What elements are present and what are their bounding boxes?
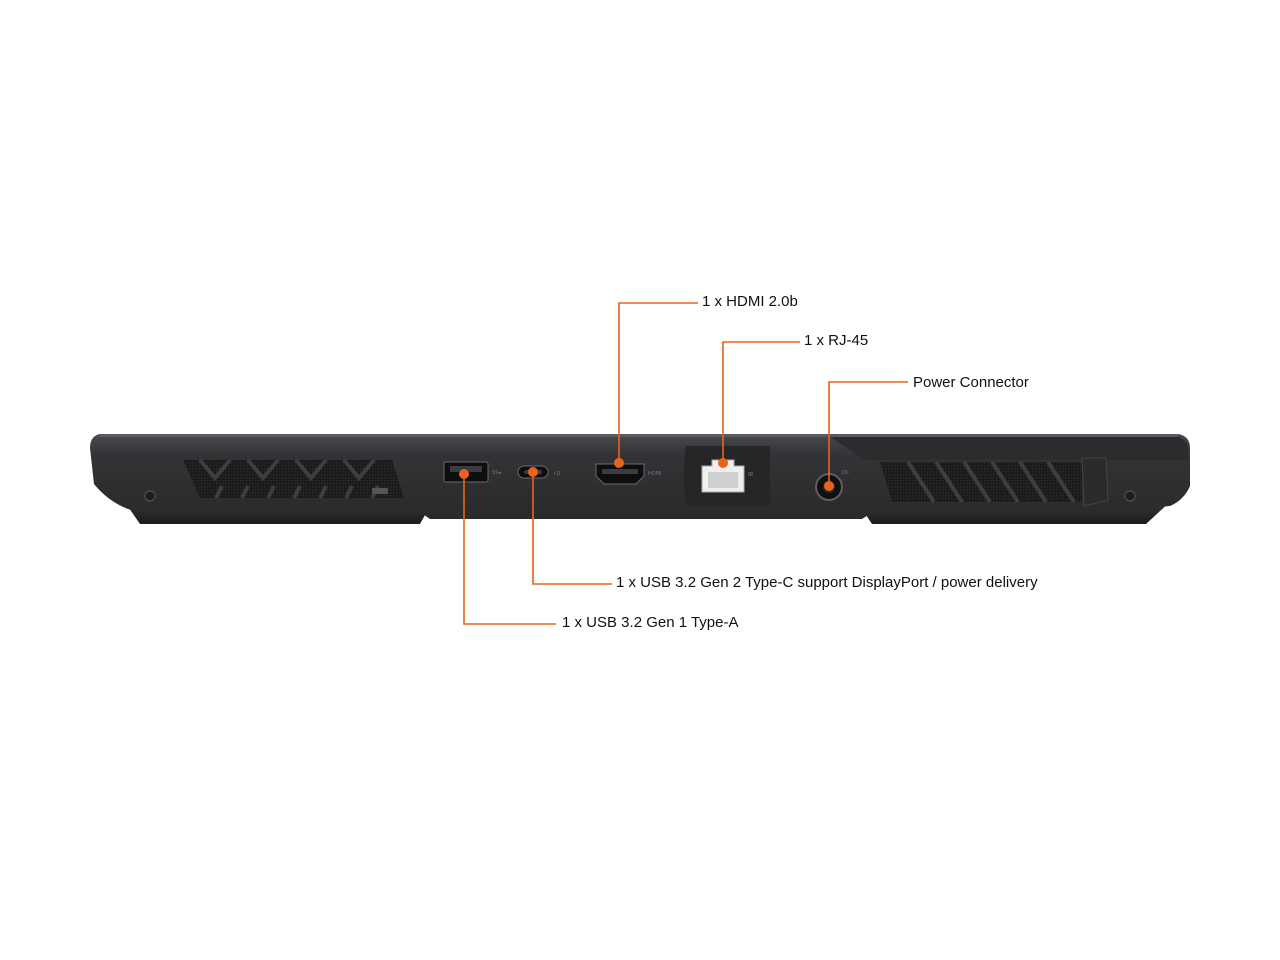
vent-left — [183, 458, 404, 499]
callout-dot-usb-c — [528, 467, 538, 477]
callout-line-power — [828, 381, 908, 486]
chassis-right-panel — [830, 437, 1188, 460]
svg-text:DC: DC — [842, 470, 850, 476]
callout-dot-rj45 — [718, 458, 728, 468]
callout-line-usb-a — [463, 474, 556, 625]
svg-text:SS◂: SS◂ — [492, 470, 501, 476]
svg-text:⚡D: ⚡D — [553, 471, 561, 477]
callout-label-usb-a: 1 x USB 3.2 Gen 1 Type-A — [562, 614, 739, 631]
svg-text:HDMI: HDMI — [648, 471, 661, 477]
callout-label-hdmi: 1 x HDMI 2.0b — [702, 293, 798, 310]
callout-dot-hdmi — [614, 458, 624, 468]
callout-dot-power — [824, 481, 834, 491]
vent-right — [880, 457, 1109, 507]
callout-line-rj45 — [722, 341, 800, 463]
callout-label-power: Power Connector — [913, 374, 1029, 391]
svg-text:⊞: ⊞ — [748, 471, 753, 478]
screw-left — [144, 490, 156, 502]
chassis-top-edge — [100, 434, 1178, 437]
rj45-port-icon: ⊞ — [684, 446, 770, 506]
callout-line-hdmi — [618, 302, 698, 463]
hdmi-port-icon: HDMI — [595, 463, 661, 485]
callout-label-rj45: 1 x RJ-45 — [804, 332, 869, 349]
screw-right — [1124, 490, 1136, 502]
callout-line-usb-c — [532, 472, 612, 585]
callout-dot-usb-a — [459, 469, 469, 479]
callout-label-usb-c: 1 x USB 3.2 Gen 2 Type-C support Display… — [616, 574, 1038, 591]
